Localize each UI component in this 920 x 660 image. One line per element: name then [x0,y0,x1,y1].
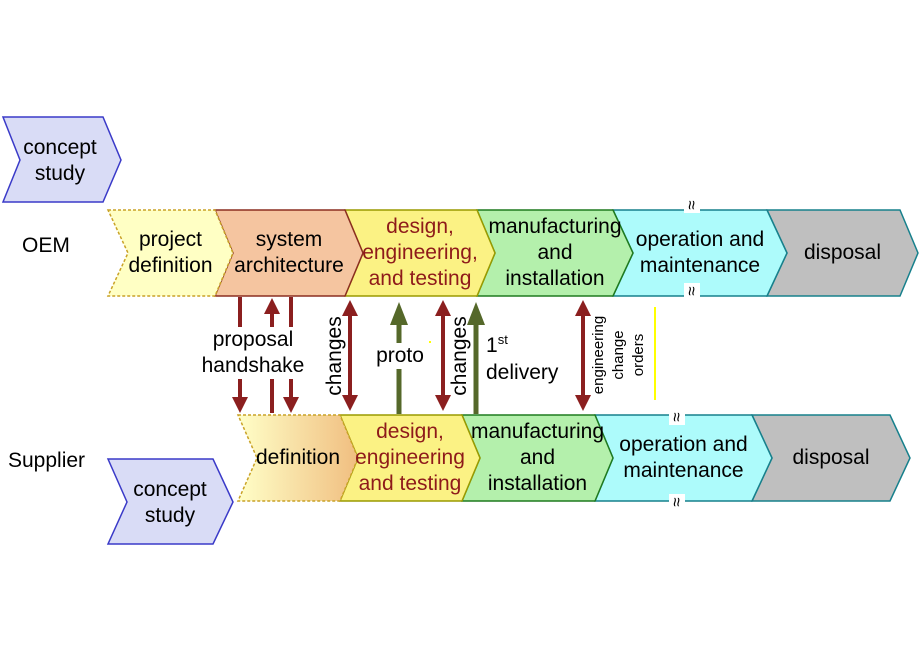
first-delivery-ordinal: st [497,332,508,347]
stage-label-supplier-disposal: disposal [792,446,870,469]
stage-label-supplier-definition: definition [255,446,341,469]
stage-label-oem-concept-study: concept study [23,136,97,185]
stage-shape-oem-project-definition [106,209,234,297]
flow-label-changes-right: changes [448,316,471,396]
stage-label-supplier-concept-study: concept study [133,478,207,527]
stage-label-oem-system-architecture: system architecture [234,228,344,277]
lane-label-supplier: Supplier [8,449,86,472]
first-delivery-word: delivery [486,361,559,384]
break-mark-supplier-bottom: ≈ [668,494,687,510]
break-mark-supplier-top: ≈ [668,409,687,425]
flow-label-first-delivery: 1st delivery [486,326,576,384]
stage-label-oem-project-definition: project definition [128,228,213,277]
first-delivery-number: 1 [486,334,498,357]
break-mark-oem-bottom: ≈ [683,283,702,299]
stage-shape-oem-concept-study [1,116,122,203]
arrow-changes-left [342,300,358,411]
lane-label-oem: OEM [22,234,70,257]
stage-label-supplier-operation-maintenance: operation and maintenance [619,433,748,482]
stage-label-supplier-design-engineering-testing: design, engineering and testing [355,420,465,495]
stage-label-oem-operation-maintenance: operation and maintenance [635,228,765,277]
arrow-changes-right [435,300,451,411]
flow-label-proto: proto [369,343,431,369]
arrow-engineering-change-orders [575,300,591,411]
flow-label-changes-left: changes [323,316,346,396]
flow-label-engineering-change-orders: engineering change orders [590,315,647,395]
stage-shape-supplier-concept-study [106,458,234,545]
arrow-first-delivery [467,302,485,414]
stage-label-oem-disposal: disposal [803,241,882,264]
flow-label-proposal-handshake: proposal handshake [197,327,309,379]
stage-label-oem-manufacturing-installation: manufacturing and installation [488,215,622,290]
stage-label-supplier-manufacturing-installation: manufacturing and installation [470,420,605,495]
break-mark-oem-top: ≈ [683,197,702,213]
stage-label-oem-design-engineering-testing: design, engineering, and testing [362,215,478,290]
stage-shape-supplier-definition [236,414,359,502]
